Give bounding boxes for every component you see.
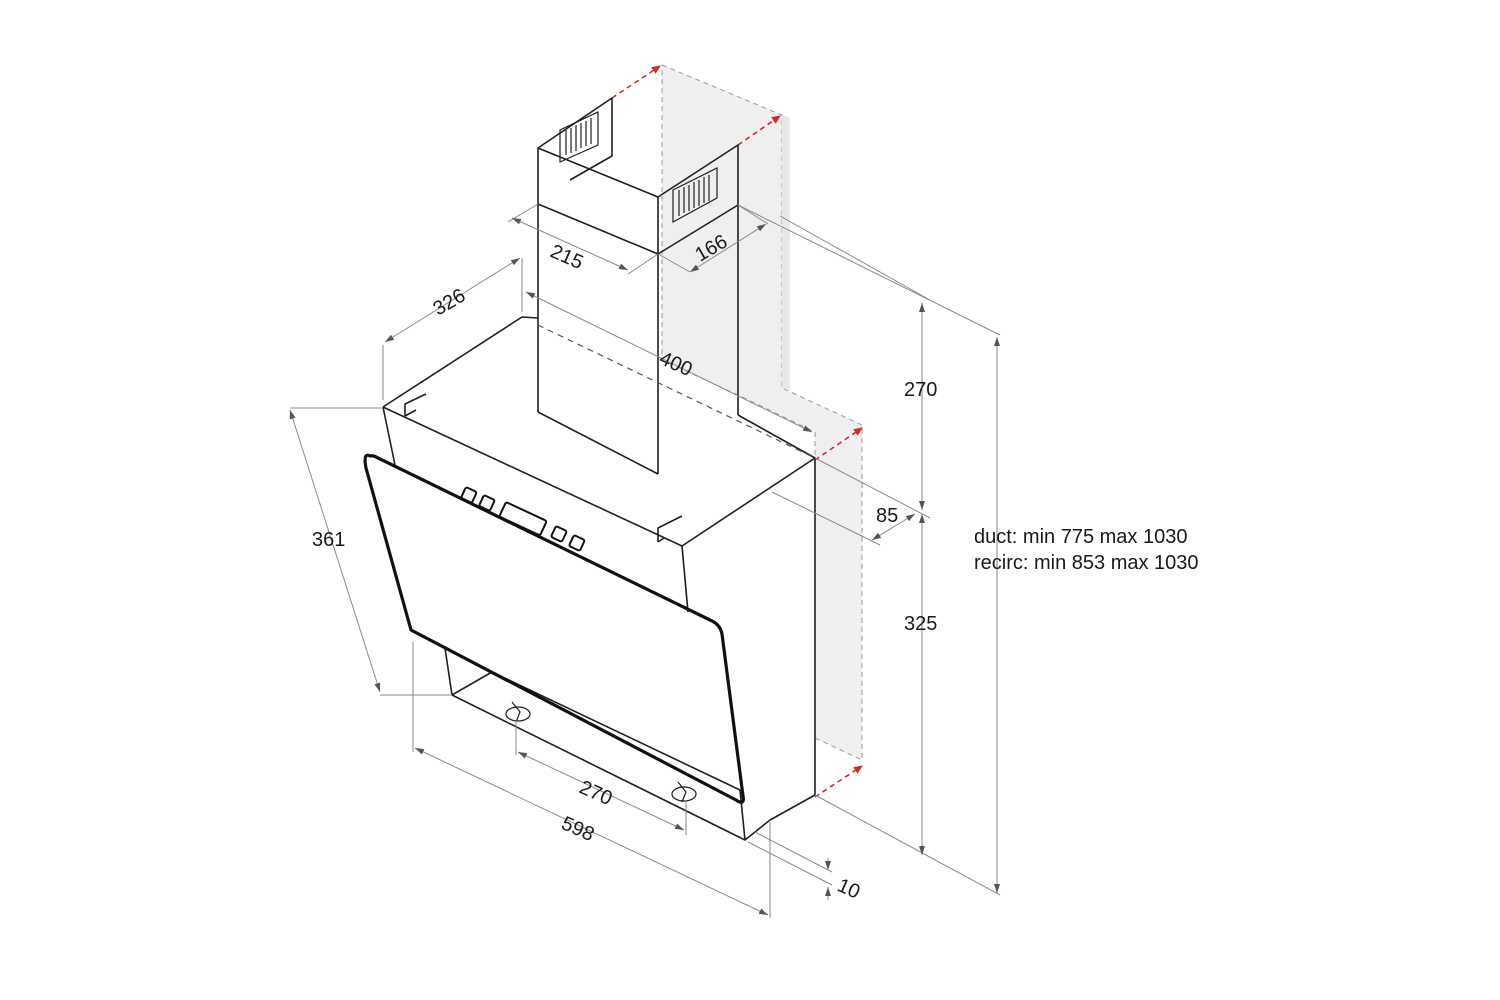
dim-hood-depth: 326 [430,285,470,321]
wall-outline [661,64,863,761]
chimney [537,97,739,475]
dimension-lines [289,203,1001,918]
dim-fixing-distance: 270 [576,776,615,810]
dim-chimney-width: 215 [547,240,586,274]
installation-notes: duct: min 775 max 1030 recirc: min 853 m… [974,526,1199,574]
dim-glass-height: 361 [312,529,345,551]
dim-hood-width: 598 [558,812,597,846]
dim-lower-height: 325 [904,613,937,635]
note-recirc: recirc: min 853 max 1030 [974,552,1199,574]
dim-glass-offset: 10 [834,874,863,903]
control-panel [460,486,586,552]
dim-upper-height: 270 [904,379,937,401]
glass-panel [363,453,745,804]
note-duct: duct: min 775 max 1030 [974,526,1187,548]
vent-grille [559,111,718,224]
dim-wall-gap: 85 [876,505,898,527]
wall-arrows [611,65,863,798]
